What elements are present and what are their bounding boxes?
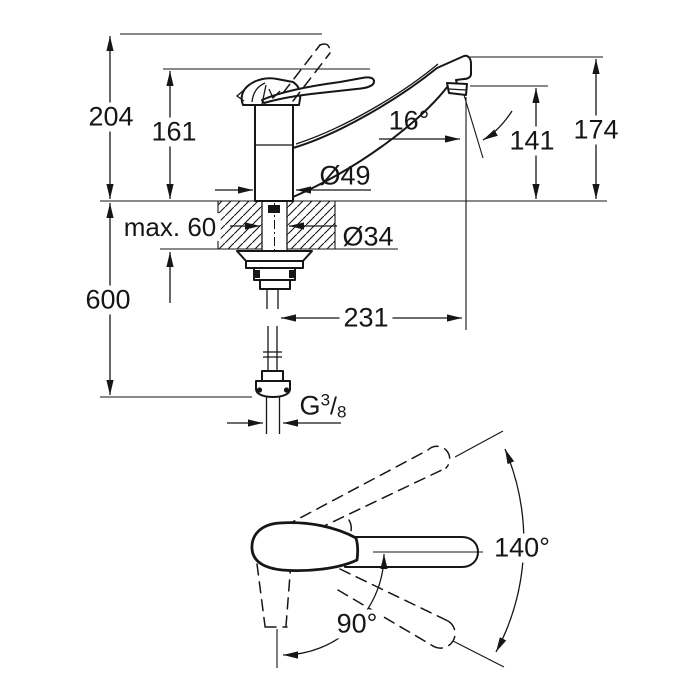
thread-size-label: G3/8 [300,392,347,421]
supply-hose-length-label: 600 [81,285,135,315]
mounting-hardware [236,250,313,309]
thread-slash: / [330,392,337,421]
lever-swing-label: 90° [332,609,382,639]
lever-height-label: 161 [147,117,201,147]
mounting-hole-diameter-label: Ø34 [342,221,394,252]
side-view-reference-lines [100,33,607,398]
thread-denominator: 8 [336,402,347,422]
side-view-dimensions [106,36,603,427]
spout [292,54,472,198]
faucet-body [254,104,294,202]
base-diameter-label: Ø49 [319,160,371,191]
faucet-side-view [235,43,472,434]
max-deck-thickness-label: max. 60 [119,213,221,241]
lever-handle [261,76,375,104]
spout-reach-label: 231 [339,303,393,333]
spout-top-height-label: 174 [569,115,623,145]
top-view-handle-swivel [250,430,525,668]
sketch-mark [235,89,245,102]
spout-outlet-height-label: 141 [505,126,559,156]
raised-handle-dashed [282,43,331,102]
swivel-range-label: 140° [490,533,554,563]
spray-angle-label: 16° [388,105,430,136]
thread-numerator: 3 [320,390,331,410]
supply-pipe [255,326,291,434]
overall-height-label: 204 [84,102,138,132]
thread-g: G [299,390,321,421]
knob-top-view [250,521,360,572]
